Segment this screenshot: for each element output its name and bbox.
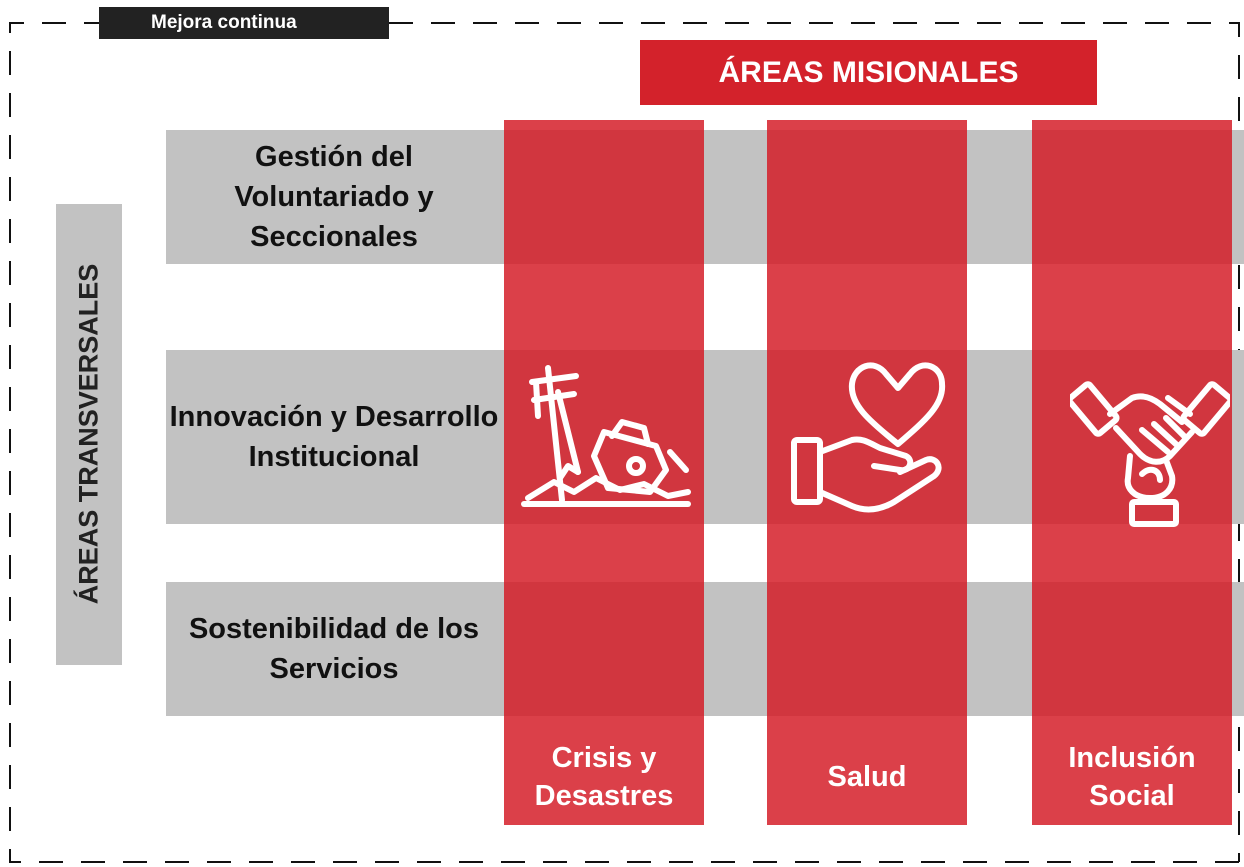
joined-hands-icon (1070, 381, 1230, 527)
missional-label-health: Salud (827, 760, 907, 793)
transversal-areas-header: ÁREAS TRANSVERSALES (73, 263, 104, 605)
missional-label-crisis: Crisis y Desastres (534, 741, 674, 812)
missional-areas-header: ÁREAS MISIONALES (640, 40, 1097, 105)
transversal-areas-box (56, 204, 122, 665)
transversal-label-innovation: Innovación y Desarrollo Institucional (169, 401, 499, 473)
missional-column-inclusion (1032, 120, 1232, 825)
transversal-label-volunteer: Gestión del Voluntariado y Seccionales (234, 141, 434, 253)
transversal-label-sustainability: Sostenibilidad de los Servicios (188, 613, 480, 685)
missional-label-inclusion: Inclusión Social (1068, 741, 1196, 812)
continuous-improvement-label: Mejora continua (99, 7, 389, 39)
hand-heart-icon (791, 362, 946, 513)
disaster-icon (521, 365, 691, 507)
